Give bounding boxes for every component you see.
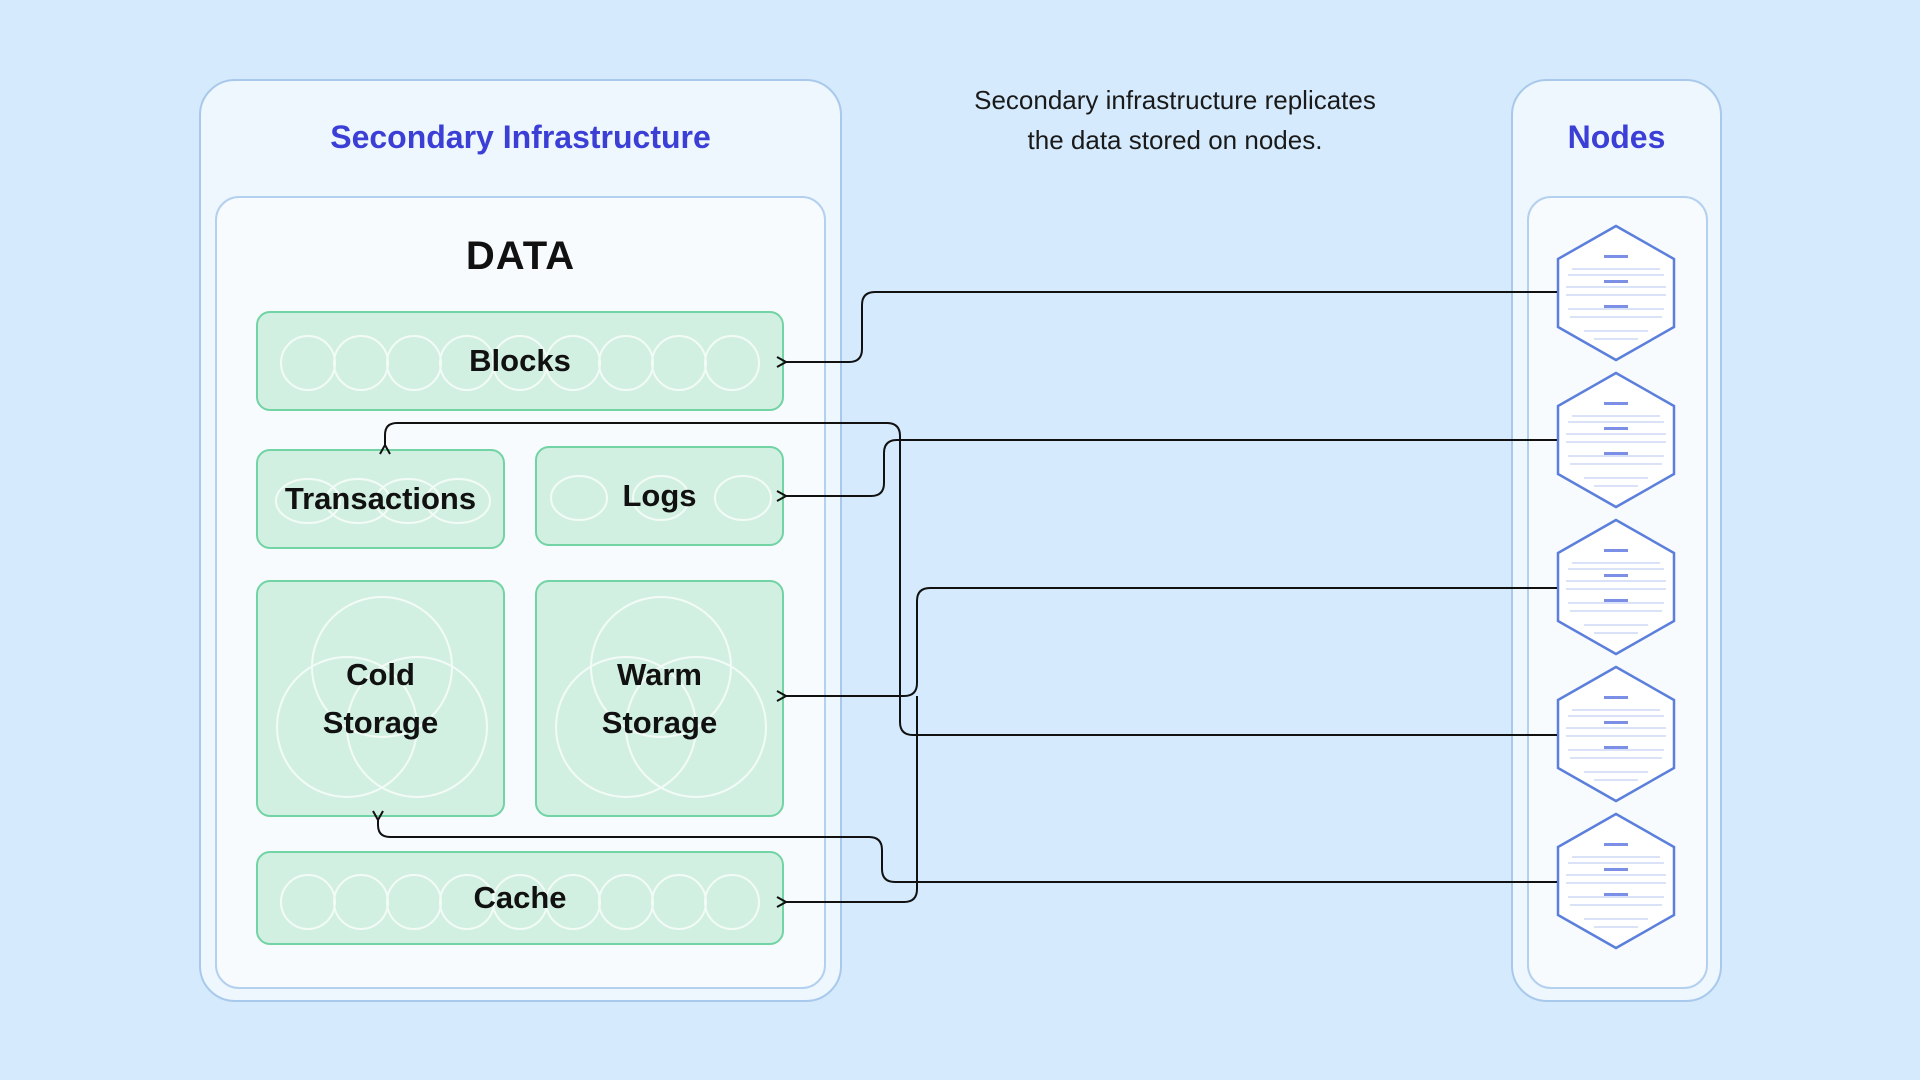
node-hexagon-icon	[1556, 665, 1676, 803]
connector-node3-warm	[786, 587, 1557, 696]
warm-storage-label-line2: Storage	[601, 704, 718, 740]
logs-box: Logs	[535, 446, 784, 546]
node-hexagon-icon	[1556, 812, 1676, 950]
blocks-box: Blocks	[256, 311, 784, 411]
warm-storage-label: Warm Storage	[537, 582, 782, 815]
blocks-circles-decoration	[280, 335, 760, 391]
cache-label: Cache	[473, 880, 567, 915]
cold-storage-label: Cold Storage	[258, 582, 503, 815]
blocks-label: Blocks	[469, 343, 571, 378]
connector-node2-logs	[786, 439, 1557, 496]
node-hexagon-icon	[1556, 371, 1676, 509]
cold-storage-label-line1: Cold	[346, 656, 415, 692]
cache-box: Cache	[256, 851, 784, 945]
cold-storage-label-line2: Storage	[322, 704, 439, 740]
caption: Secondary infrastructure replicates the …	[900, 80, 1450, 160]
warm-storage-label-line1: Warm	[617, 656, 702, 692]
connector-node1-blocks	[786, 291, 1557, 362]
nodes-title: Nodes	[1567, 119, 1666, 155]
warm-storage-box: Warm Storage	[535, 580, 784, 817]
secondary-infrastructure-title: Secondary Infrastructure	[330, 119, 711, 155]
caption-line1: Secondary infrastructure replicates	[974, 85, 1376, 115]
data-title: DATA	[465, 234, 576, 278]
cold-storage-box: Cold Storage	[256, 580, 505, 817]
transactions-box: Transactions	[256, 449, 505, 549]
transactions-label: Transactions	[284, 481, 477, 516]
caption-line2: the data stored on nodes.	[1027, 125, 1323, 155]
node-hexagon-icon	[1556, 224, 1676, 362]
node-hexagon-icon	[1556, 518, 1676, 656]
logs-label: Logs	[622, 478, 697, 513]
